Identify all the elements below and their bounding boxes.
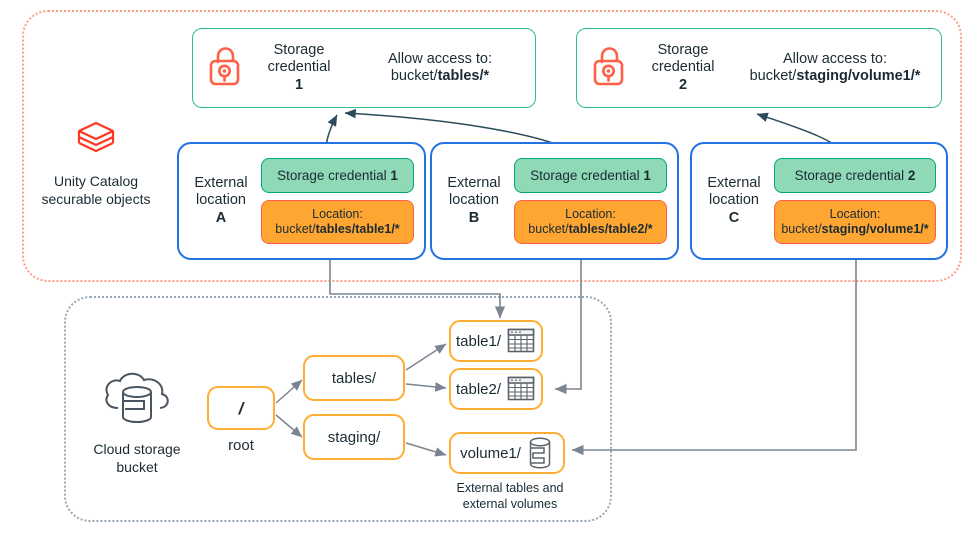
bucket-node-root[interactable]: / [207,386,275,430]
external-location-card-b[interactable]: External location B Storage credential 1… [430,142,679,260]
credential-2-allow-access: Allow access to: bucket/staging/volume1/… [749,51,921,84]
bucket-node-staging[interactable]: staging/ [303,414,405,460]
unity-catalog-legend-label: Unity Catalog securable objects [41,173,151,207]
volume-cylinder-icon [526,436,554,470]
open-padlock-icon [591,45,627,92]
credential-1-allow-access: Allow access to: bucket/tables/* [388,51,492,84]
external-location-c-label: External location C [707,175,761,226]
databricks-logo-icon [74,121,118,165]
external-location-a-location-chip[interactable]: Location: bucket/tables/table1/* [261,200,414,244]
storage-credential-card-2[interactable]: Storage credential 2 Allow access to: bu… [576,28,942,108]
external-location-b-location-chip[interactable]: Location: bucket/tables/table2/* [514,200,667,244]
external-location-b-label: External location B [447,175,501,226]
external-location-b-credential-chip[interactable]: Storage credential 1 [514,158,667,193]
external-location-a-label: External location A [194,175,248,226]
cloud-database-icon [98,372,176,433]
external-location-c-credential-chip[interactable]: Storage credential 2 [774,158,936,193]
cloud-storage-legend-label: Cloud storage bucket [93,441,181,475]
cloud-storage-legend: Cloud storage bucket [62,368,212,476]
external-location-card-c[interactable]: External location C Storage credential 2… [690,142,948,260]
external-location-card-a[interactable]: External location A Storage credential 1… [177,142,426,260]
unity-catalog-legend: Unity Catalog securable objects [28,118,164,208]
external-location-a-credential-chip[interactable]: Storage credential 1 [261,158,414,193]
bucket-node-table2[interactable]: table2/ [449,368,543,410]
bucket-node-table1[interactable]: table1/ [449,320,543,362]
external-location-c-location-chip[interactable]: Location: bucket/staging/volume1/* [774,200,936,244]
table-grid-icon [506,327,536,355]
bucket-tree-caption: External tables and external volumes [456,481,564,511]
credential-1-title: Storage credential 1 [267,42,331,93]
credential-2-title: Storage credential 2 [651,42,715,93]
open-padlock-icon [207,45,243,92]
arrow-location-c-to-volume1 [571,258,857,456]
bucket-node-volume1[interactable]: volume1/ [449,432,565,474]
table-grid-icon [506,375,536,403]
storage-credential-card-1[interactable]: Storage credential 1 Allow access to: bu… [192,28,536,108]
bucket-node-root-caption: root [228,437,254,454]
bucket-node-tables[interactable]: tables/ [303,355,405,401]
